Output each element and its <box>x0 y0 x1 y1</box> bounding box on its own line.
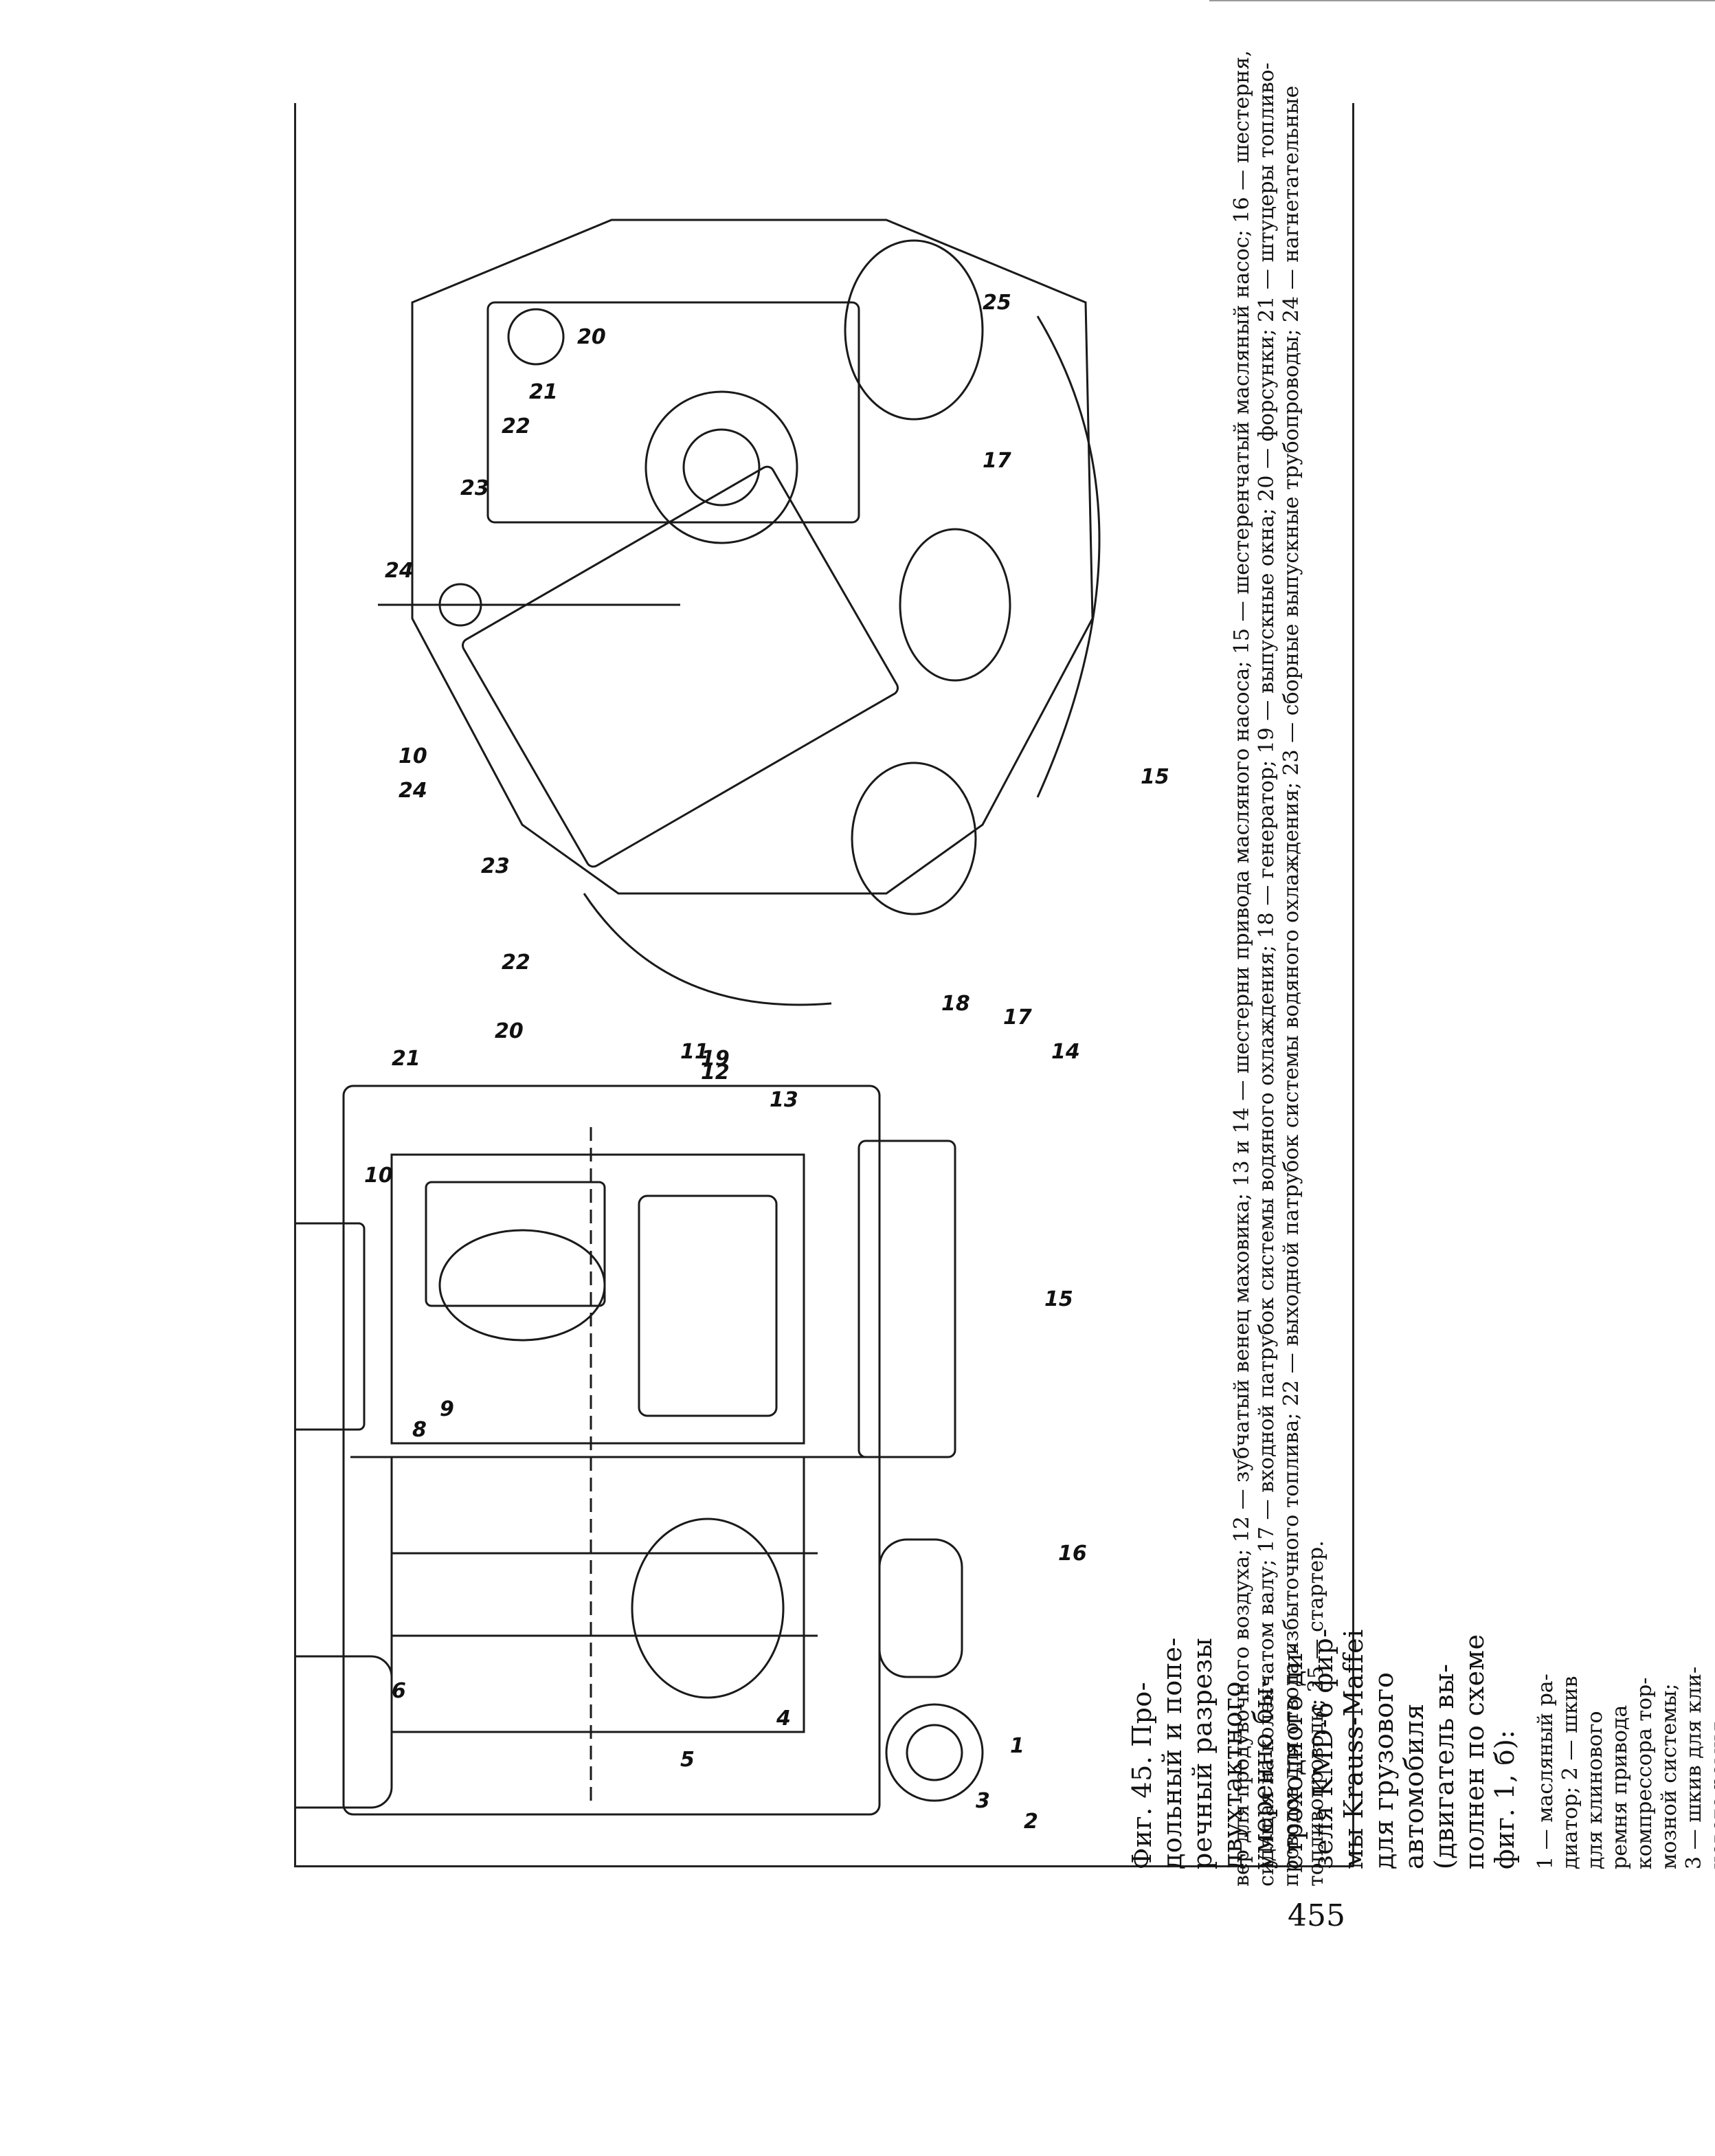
caption-line: полнен по схеме <box>1459 1634 1490 1869</box>
callout-label: 20 <box>577 325 606 349</box>
legend-column-line: 1 — масляный ра- <box>1534 1674 1558 1869</box>
callout-label: 23 <box>481 854 510 878</box>
page-number: 455 <box>1288 1898 1345 1933</box>
longitudinal-callouts: 1 2 3 4 5 6 7 8 9 10 11 12 13 14 15 16 <box>364 1040 1087 1834</box>
callout-label: 9 <box>440 1397 454 1421</box>
callout-label: 18 <box>941 992 970 1016</box>
callout-label: 16 <box>1058 1542 1087 1566</box>
caption-line: автомобиля <box>1399 1703 1429 1869</box>
callout-label: 6 <box>392 1679 406 1703</box>
callout-label: 13 <box>770 1088 798 1112</box>
callout-label: 15 <box>1141 765 1169 789</box>
callout-label: 17 <box>983 449 1011 473</box>
callout-label: 25 <box>983 291 1011 315</box>
legend-column-line: компрессора тор- <box>1633 1677 1657 1869</box>
frame-top-rule <box>1209 0 1715 1</box>
legend-column-line: мозной системы; <box>1657 1683 1681 1869</box>
callout-label: 10 <box>364 1164 393 1188</box>
callout-label: 3 <box>976 1789 990 1813</box>
engine-section-drawing: 1 2 3 4 5 6 7 8 9 10 11 12 13 14 15 16 1… <box>295 219 1169 1834</box>
callout-label: 20 <box>495 1019 524 1043</box>
callout-label: 12 <box>701 1060 730 1085</box>
callout-label: 14 <box>1051 1040 1080 1064</box>
callout-label: 24 <box>385 559 414 583</box>
frame-bottom-rule <box>294 1865 1354 1867</box>
callout-label: 15 <box>1044 1287 1073 1311</box>
longitudinal-section <box>295 1085 984 1816</box>
legend-column-line: диатор; 2 — шкив <box>1558 1676 1582 1869</box>
cross-callouts: 10 15 17 17 18 19 20 20 21 21 22 22 23 2… <box>385 291 1169 1071</box>
callout-label: 24 <box>399 779 427 803</box>
callout-label: 23 <box>460 476 489 500</box>
caption-line: фиг. 1, б): <box>1490 1729 1520 1869</box>
callout-label: 10 <box>399 744 427 768</box>
caption-line: (двигатель вы- <box>1429 1663 1459 1869</box>
callout-label: 11 <box>680 1040 709 1064</box>
cross-section <box>378 219 1101 1006</box>
callout-label: 21 <box>392 1047 421 1071</box>
callout-label: 19 <box>701 1047 730 1071</box>
legend-column-line: нового ремня <box>1707 1721 1715 1869</box>
callout-label: 5 <box>680 1748 695 1772</box>
frame-right-rule <box>1352 103 1354 1867</box>
legend-column-line: для клинового <box>1583 1711 1607 1869</box>
callout-label: 21 <box>529 380 558 404</box>
callout-label: 1 <box>1010 1734 1024 1758</box>
callout-label: 4 <box>776 1707 791 1731</box>
legend-column-line: 3 — шкив для кли- <box>1682 1666 1706 1869</box>
caption-line: для грузового <box>1369 1671 1399 1869</box>
frame-left-rule <box>294 103 296 1867</box>
callout-label: 17 <box>1003 1005 1032 1030</box>
legend-column-line: ремня привода <box>1608 1704 1632 1869</box>
callout-label: 2 <box>1024 1810 1038 1834</box>
callout-label: 22 <box>502 414 530 438</box>
callout-label: 22 <box>502 951 530 975</box>
callout-label: 8 <box>412 1418 427 1442</box>
